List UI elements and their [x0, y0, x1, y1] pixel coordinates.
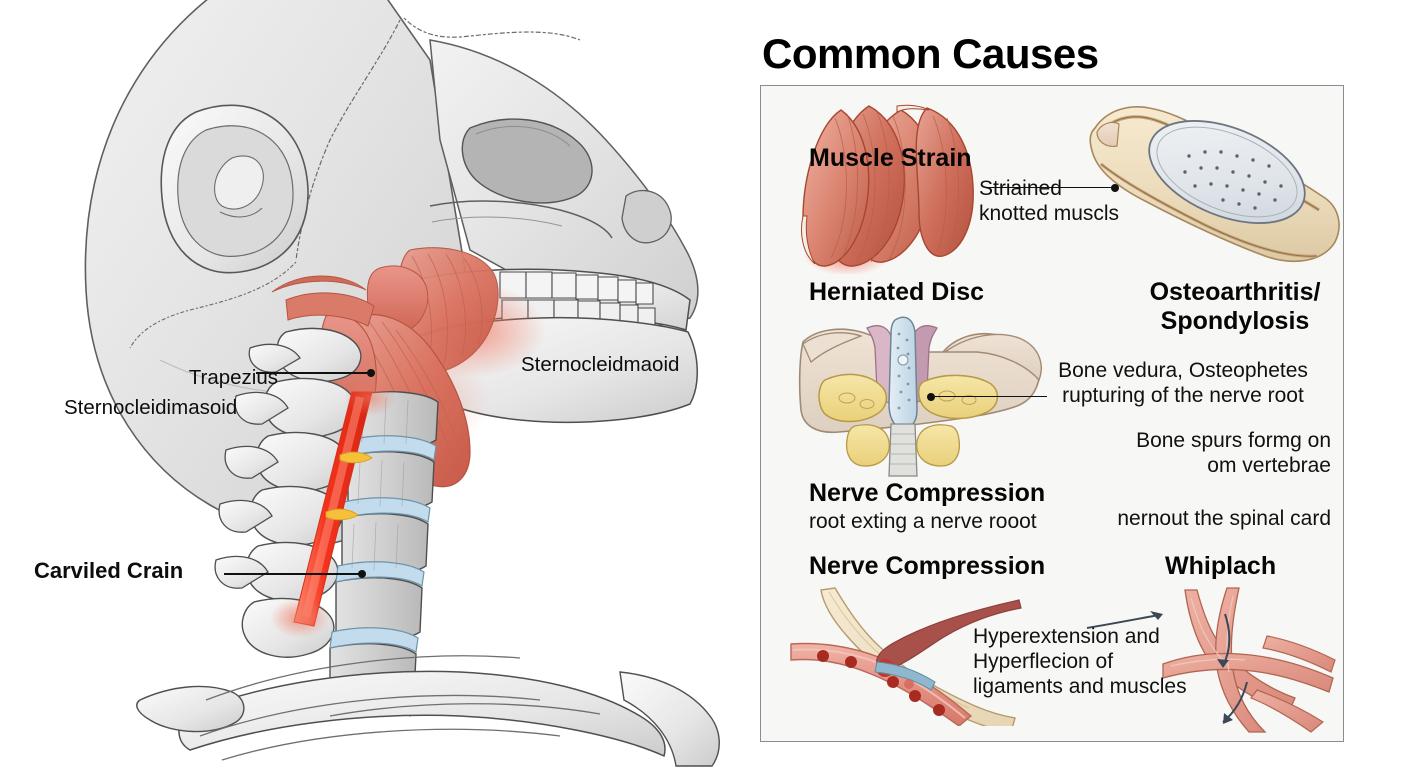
caption-muscle-strain: Striained knotted muscls: [979, 177, 1120, 226]
whiplash-direction-arrow: [1085, 610, 1171, 636]
ear-shape: [160, 104, 309, 274]
heading-nerve-compression-upper: Nerve Compression: [809, 479, 1046, 507]
pointer-line-muscle-strain: [987, 187, 1115, 189]
leader-dot-trapezius: [367, 369, 375, 377]
strained-muscle-bundle-art: [797, 104, 1017, 274]
caption-bone-spurs: Bone spurs formg on om vertebrae: [1136, 429, 1331, 478]
heading-whiplash: Whiplach: [1165, 552, 1277, 580]
heading-nerve-compression-lower: Nerve Compression: [809, 552, 1046, 580]
leader-line-cervical: [224, 573, 364, 575]
heading-osteoarthritis-spondylosis: Osteoarthritis/ Spondylosis: [1149, 278, 1321, 335]
clavicle-and-shoulder: [136, 655, 720, 767]
label-sternocleidmaoid-right: Sternocleidmaoid: [521, 353, 680, 376]
label-trapezius: Trapezius: [188, 366, 278, 389]
pointer-dot-herniated-disc: [927, 393, 935, 401]
caption-whiplash: Hyperextension and Hyperflecion of ligam…: [973, 625, 1187, 699]
caption-osteoarthritis: Bone vedura, Osteophetes rupturing of th…: [1058, 359, 1308, 408]
page-title: Common Causes: [762, 30, 1099, 77]
vertebra-cross-section-art: [795, 308, 1043, 478]
bone-cartilage-disc-art: [1077, 94, 1343, 266]
facial-skeleton: [429, 39, 699, 331]
caption-spinal-cord: nernout the spinal card: [1117, 507, 1331, 530]
label-cervical-strain: Carviled Crain: [34, 558, 184, 583]
label-sternocleidimasoid-left: Sternocleidimasoid: [64, 396, 238, 419]
common-causes-panel: Muscle Strain Striained knotted muscls: [760, 85, 1344, 742]
ligament-fibers-arrows-art: [1161, 586, 1337, 734]
pointer-line-herniated-disc: [933, 396, 1047, 398]
leader-line-trapezius: [256, 372, 372, 374]
compressed-nerve-vessel-art: [789, 586, 1029, 726]
leader-dot-cervical: [358, 570, 366, 578]
heading-muscle-strain: Muscle Strain: [809, 144, 972, 172]
caption-nerve-compression-upper: root exting a nerve rooot: [809, 510, 1037, 533]
pointer-dot-muscle-strain: [1111, 184, 1119, 192]
spinal-cord-highlight: [270, 380, 396, 638]
head-neck-anatomy-illustration: [84, 0, 720, 767]
heading-herniated-disc: Herniated Disc: [809, 278, 985, 306]
